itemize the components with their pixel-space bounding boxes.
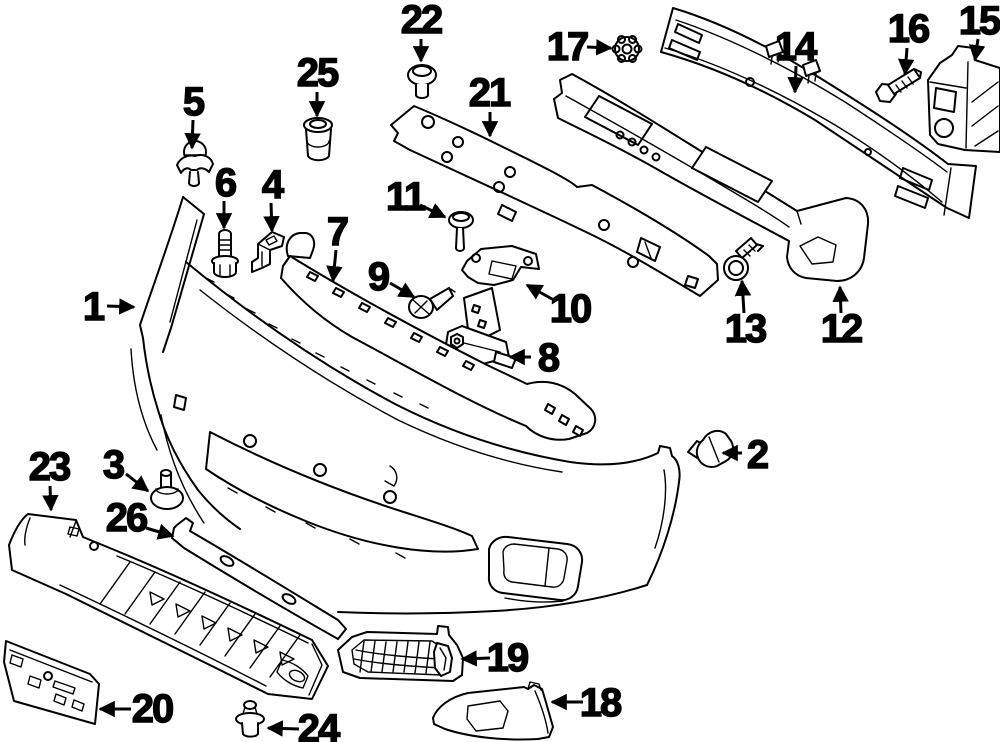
callout-number: 8 bbox=[538, 336, 560, 380]
callout-5: 5 bbox=[182, 79, 208, 150]
part-10-bracket bbox=[461, 245, 540, 286]
callout-number: 14 bbox=[775, 25, 818, 69]
part-1-bumper-cover bbox=[130, 196, 681, 615]
callout-arrow bbox=[787, 65, 804, 94]
callout-arrow bbox=[832, 285, 849, 314]
callout-arrow bbox=[266, 720, 300, 737]
callout-number: 25 bbox=[297, 51, 339, 95]
callout-arrow bbox=[460, 650, 491, 667]
callout-arrow bbox=[586, 39, 613, 56]
callout-number: 15 bbox=[959, 0, 1000, 43]
callout-number: 6 bbox=[215, 161, 236, 205]
callout-26: 26 bbox=[105, 495, 175, 541]
callout-arrow bbox=[897, 47, 915, 76]
callout-number: 7 bbox=[327, 210, 348, 254]
callout-8: 8 bbox=[508, 335, 563, 381]
callout-number: 21 bbox=[469, 71, 511, 115]
callout-20: 20 bbox=[98, 686, 176, 732]
callout-number: 22 bbox=[401, 0, 442, 42]
part-13-screw bbox=[723, 237, 764, 281]
callout-arrow bbox=[326, 249, 343, 283]
callout-arrow bbox=[734, 279, 752, 314]
callout-number: 23 bbox=[29, 445, 70, 489]
callout-4: 4 bbox=[261, 162, 288, 233]
callout-number: 10 bbox=[550, 287, 591, 331]
callout-7: 7 bbox=[326, 209, 351, 283]
part-12-energy-absorber bbox=[553, 73, 870, 282]
part-15-bracket bbox=[927, 45, 1000, 153]
callout-number: 26 bbox=[106, 496, 147, 540]
part-23-splash-shield bbox=[8, 513, 329, 700]
callout-13: 13 bbox=[724, 279, 769, 352]
callout-19: 19 bbox=[460, 635, 531, 681]
callout-17: 17 bbox=[546, 24, 613, 70]
callouts-layer: 1234567891011121314151617181920212223242… bbox=[28, 0, 1000, 742]
callout-10: 10 bbox=[525, 283, 594, 332]
callout-number: 17 bbox=[547, 25, 588, 69]
callout-number: 1 bbox=[83, 285, 105, 329]
callout-16: 16 bbox=[887, 6, 932, 76]
callout-number: 20 bbox=[132, 687, 173, 731]
callout-number: 11 bbox=[386, 175, 426, 219]
part-7-retainer bbox=[280, 232, 597, 441]
callout-3: 3 bbox=[102, 442, 150, 493]
part-3-grommet bbox=[150, 469, 184, 510]
callout-2: 2 bbox=[721, 432, 771, 478]
callout-number: 4 bbox=[262, 163, 285, 207]
callout-number: 18 bbox=[580, 681, 622, 725]
callout-arrow bbox=[968, 38, 986, 62]
callout-number: 3 bbox=[103, 443, 124, 487]
callout-21: 21 bbox=[468, 70, 514, 138]
callout-arrow bbox=[145, 523, 175, 540]
callout-arrow bbox=[389, 281, 416, 299]
callout-11: 11 bbox=[385, 174, 447, 220]
part-24-clip bbox=[235, 700, 265, 738]
part-4-bracket bbox=[251, 231, 285, 273]
callout-number: 5 bbox=[183, 80, 205, 124]
part-5-clip bbox=[176, 140, 214, 187]
callout-12: 12 bbox=[820, 285, 865, 352]
callout-arrow bbox=[263, 202, 280, 233]
part-25-guide bbox=[303, 117, 333, 162]
callout-24: 24 bbox=[266, 706, 344, 742]
callout-number: 16 bbox=[888, 7, 929, 51]
callout-6: 6 bbox=[214, 160, 239, 230]
part-26-retainer bbox=[171, 517, 347, 640]
callout-14: 14 bbox=[774, 24, 821, 94]
part-16-bolt bbox=[875, 68, 922, 103]
callout-number: 2 bbox=[747, 433, 768, 477]
callout-arrow bbox=[525, 283, 553, 301]
part-21-sight-shield bbox=[390, 105, 719, 297]
callout-15: 15 bbox=[958, 0, 1000, 62]
part-9-clip bbox=[408, 287, 456, 319]
callout-number: 19 bbox=[487, 636, 528, 680]
part-14-impact-bar bbox=[660, 7, 977, 219]
part-19-grille bbox=[337, 625, 464, 682]
callout-number: 12 bbox=[821, 307, 862, 351]
part-11-screw bbox=[448, 211, 474, 252]
callout-25: 25 bbox=[296, 50, 342, 118]
callout-number: 24 bbox=[298, 707, 341, 742]
callout-number: 9 bbox=[368, 255, 389, 299]
callout-arrow bbox=[42, 485, 59, 512]
callout-1: 1 bbox=[82, 284, 136, 330]
callout-arrow bbox=[106, 298, 136, 315]
callout-22: 22 bbox=[400, 0, 445, 63]
callout-arrow bbox=[419, 203, 447, 219]
callout-18: 18 bbox=[550, 680, 625, 726]
callout-number: 13 bbox=[725, 307, 766, 351]
callout-arrow bbox=[125, 472, 150, 493]
part-6-bolt bbox=[211, 229, 239, 278]
part-17-nut bbox=[611, 35, 643, 63]
part-20-license-bracket bbox=[3, 640, 100, 725]
part-2-clip bbox=[687, 429, 735, 468]
callout-arrow bbox=[184, 119, 201, 150]
part-18-fog-cover bbox=[432, 681, 554, 741]
callout-9: 9 bbox=[367, 254, 416, 300]
callout-23: 23 bbox=[28, 444, 73, 512]
part-22-grommet bbox=[407, 64, 437, 99]
